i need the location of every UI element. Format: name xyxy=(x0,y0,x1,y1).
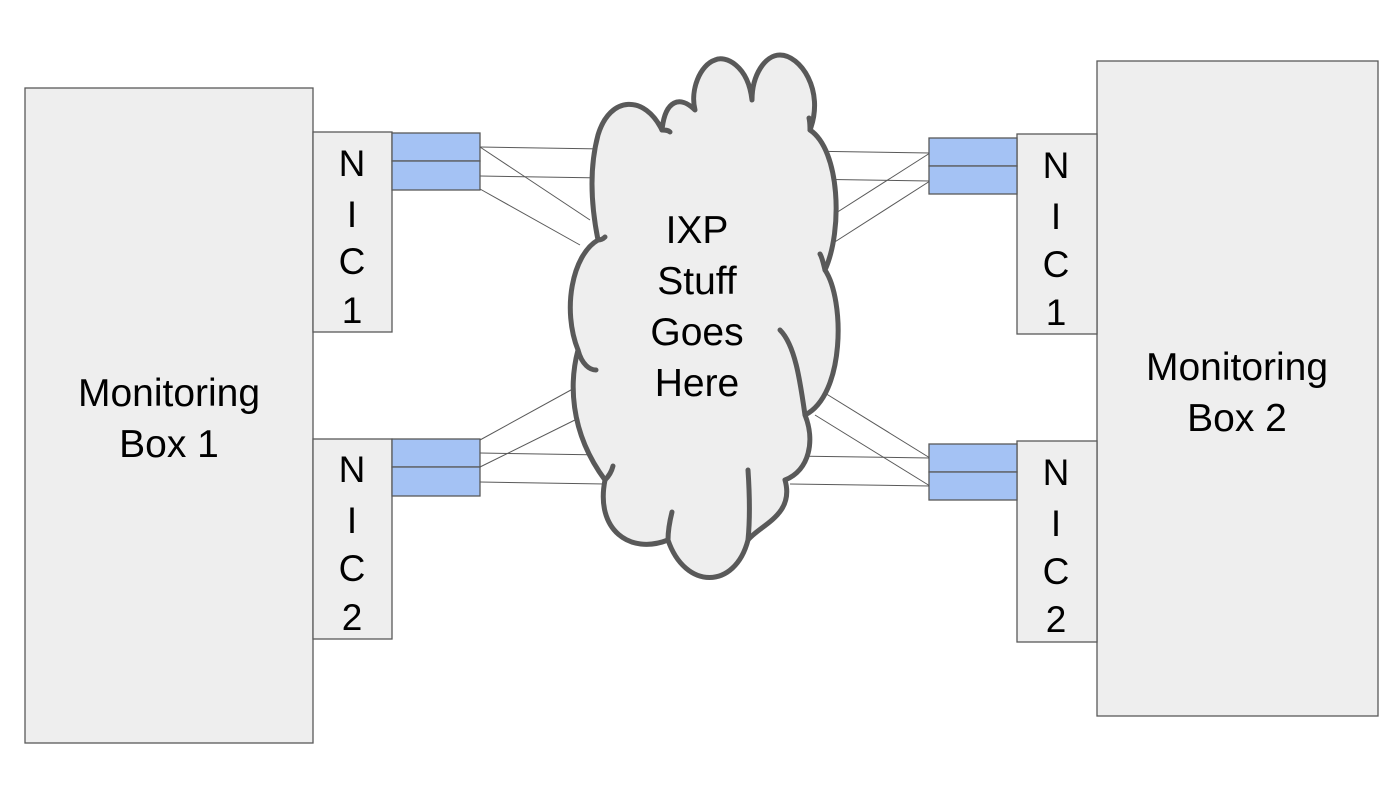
wire xyxy=(819,389,931,459)
nic-letter: 1 xyxy=(342,290,363,331)
nic-letter: I xyxy=(347,500,357,541)
port xyxy=(928,443,1018,473)
nic-letter: 1 xyxy=(1046,292,1067,333)
port xyxy=(928,165,1018,195)
box1-nic1 xyxy=(312,131,393,333)
wire xyxy=(824,152,931,221)
box2-nic2 xyxy=(1016,440,1098,643)
port xyxy=(391,466,481,497)
cloud-fold xyxy=(806,115,813,133)
cloud-fold xyxy=(745,467,752,543)
wire xyxy=(479,175,606,179)
port xyxy=(928,137,1018,167)
wire xyxy=(479,414,586,468)
cloud-fold xyxy=(817,251,828,273)
nic-letter: 2 xyxy=(342,597,363,638)
cloud-label: Stuff xyxy=(657,260,737,303)
wire xyxy=(789,455,931,459)
wire xyxy=(479,452,606,456)
monitoring-box-1 xyxy=(24,87,314,744)
nic-letter: 2 xyxy=(1046,599,1067,640)
nic-letter: N xyxy=(339,143,366,184)
monitoring-box-1-label: Monitoring xyxy=(78,372,260,415)
cloud-fold xyxy=(659,127,673,135)
wire xyxy=(789,483,931,487)
cloud-fold xyxy=(595,234,608,243)
cloud-fold xyxy=(602,463,616,483)
wire xyxy=(829,180,931,246)
nic-letter: C xyxy=(1043,551,1070,592)
port xyxy=(391,132,481,162)
cloud-fold xyxy=(575,347,599,373)
wires xyxy=(479,146,931,487)
box2-nic1 xyxy=(1016,133,1098,335)
wire xyxy=(479,146,591,221)
box1-nic2 xyxy=(312,438,393,640)
wire xyxy=(479,384,581,441)
cloud-fold xyxy=(777,327,808,418)
wire xyxy=(479,146,606,150)
nic-letter: I xyxy=(347,194,357,235)
cloud-label: Goes xyxy=(650,311,743,354)
monitoring-box-1-label: Box 1 xyxy=(119,423,219,466)
port xyxy=(391,160,481,191)
cloud-fold xyxy=(665,509,675,543)
ixp-cloud: IXP Stuff Goes Here xyxy=(567,52,841,580)
port xyxy=(928,471,1018,501)
cloud-label: IXP xyxy=(666,209,729,252)
nic-letter: C xyxy=(339,241,366,282)
nic-letter: I xyxy=(1051,196,1061,237)
nic-letter: N xyxy=(339,449,366,490)
monitoring-box-2-label: Box 2 xyxy=(1187,397,1287,440)
monitoring-box-2-label: Monitoring xyxy=(1146,346,1328,389)
nic-letter: I xyxy=(1051,503,1061,544)
wire xyxy=(479,481,606,485)
nic-letter: N xyxy=(1043,145,1070,186)
wire xyxy=(814,414,931,487)
nic-letter: C xyxy=(1043,244,1070,285)
monitoring-box-2 xyxy=(1096,60,1379,717)
cloud-label: Here xyxy=(655,362,740,405)
wire xyxy=(479,188,581,246)
port xyxy=(391,438,481,468)
nic-letter: C xyxy=(339,548,366,589)
cloud-shape xyxy=(567,52,841,580)
nic-letter: N xyxy=(1043,452,1070,493)
